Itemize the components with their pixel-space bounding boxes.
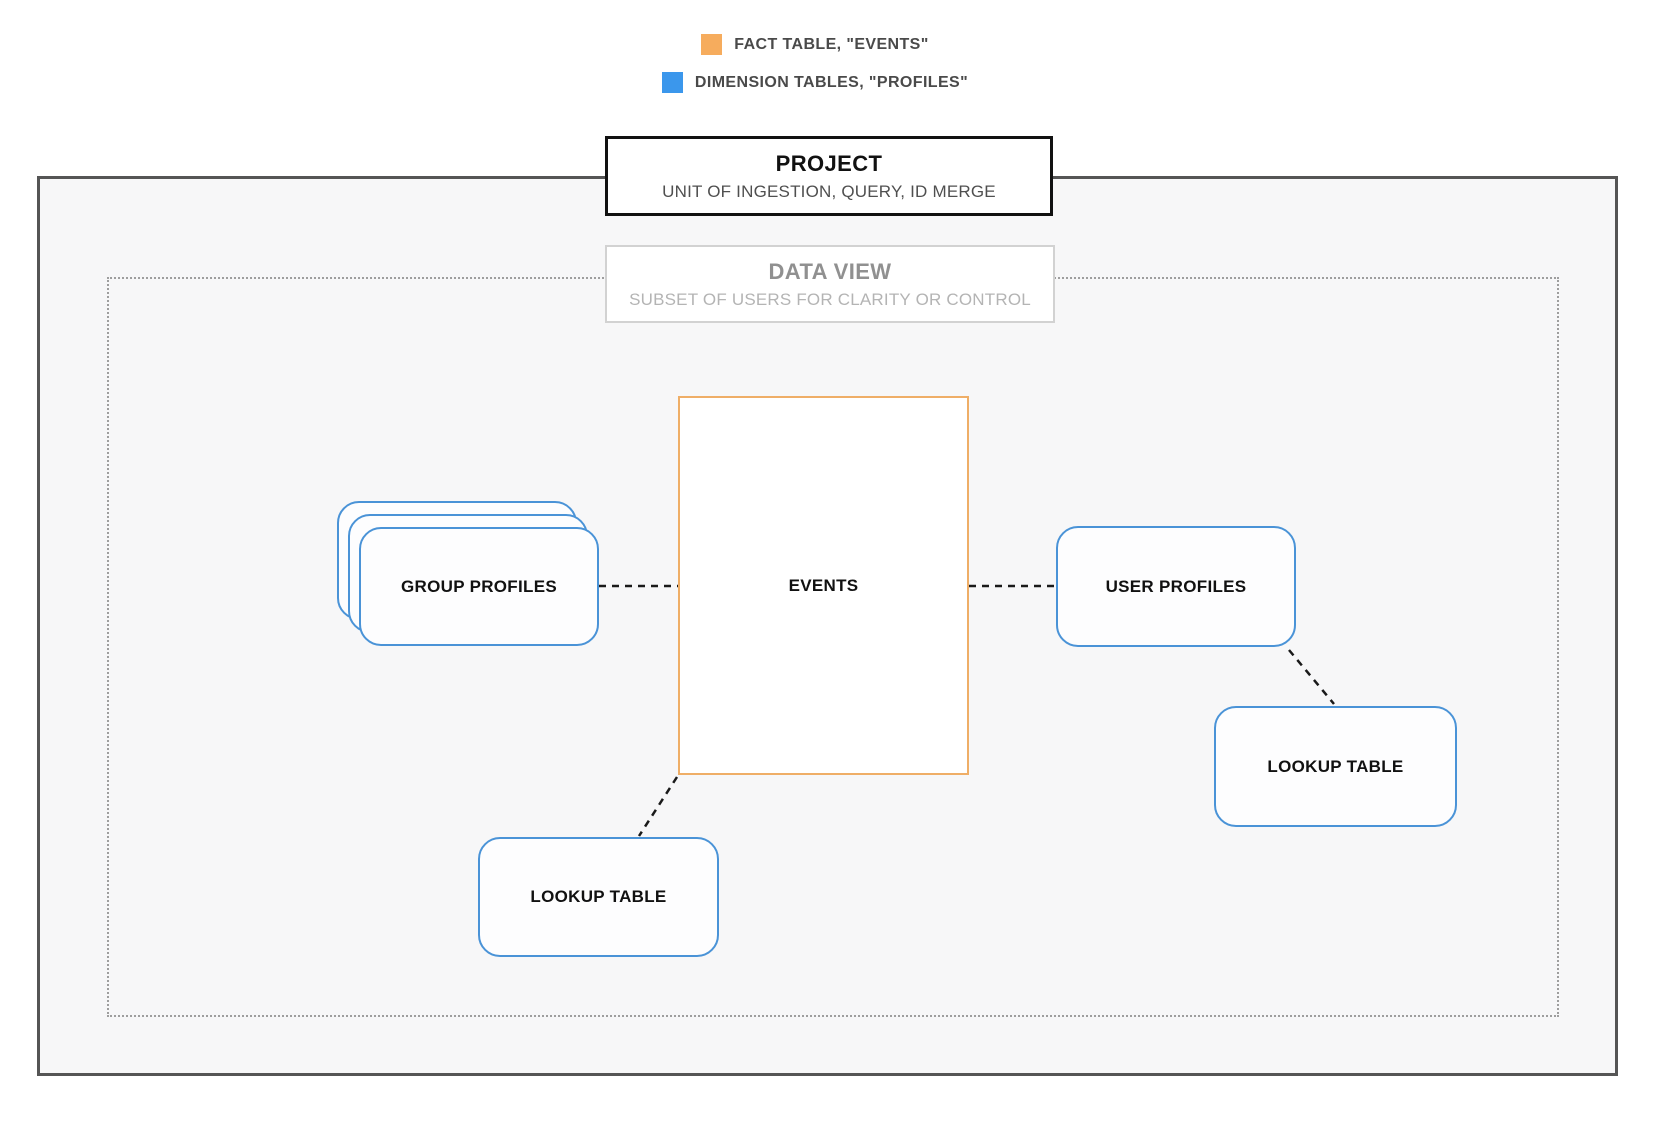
lookup-table-bottom-node: LOOKUP TABLE (478, 837, 719, 957)
project-subtitle: UNIT OF INGESTION, QUERY, ID MERGE (662, 181, 996, 201)
legend: FACT TABLE, "EVENTS" DIMENSION TABLES, "… (0, 34, 1630, 93)
fact-table-swatch-icon (701, 34, 723, 55)
legend-label-dimension-tables: DIMENSION TABLES, "PROFILES" (694, 73, 969, 91)
legend-item-dimension-tables: DIMENSION TABLES, "PROFILES" (661, 72, 969, 93)
legend-label-fact-table: FACT TABLE, "EVENTS" (734, 35, 929, 53)
group-profiles-node-label: GROUP PROFILES (401, 576, 557, 596)
legend-item-fact-table: FACT TABLE, "EVENTS" (701, 34, 928, 55)
events-node-label: EVENTS (788, 575, 859, 595)
data-view-title: DATA VIEW (768, 258, 892, 284)
events-fact-table-node: EVENTS (678, 396, 969, 775)
data-view-subtitle: SUBSET OF USERS FOR CLARITY OR CONTROL (629, 289, 1031, 309)
data-view-label-box: DATA VIEW SUBSET OF USERS FOR CLARITY OR… (605, 245, 1055, 323)
lookup-table-bottom-node-label: LOOKUP TABLE (530, 887, 667, 906)
user-profiles-node-label: USER PROFILES (1105, 576, 1247, 596)
user-profiles-node: USER PROFILES (1056, 526, 1296, 647)
project-title: PROJECT (775, 150, 883, 176)
lookup-table-right-node-label: LOOKUP TABLE (1267, 756, 1404, 776)
project-label-box: PROJECT UNIT OF INGESTION, QUERY, ID MER… (605, 136, 1053, 216)
lookup-table-right-node: LOOKUP TABLE (1214, 706, 1457, 827)
dimension-tables-swatch-icon (661, 72, 683, 93)
group-profiles-stack-front: GROUP PROFILES (359, 527, 599, 646)
